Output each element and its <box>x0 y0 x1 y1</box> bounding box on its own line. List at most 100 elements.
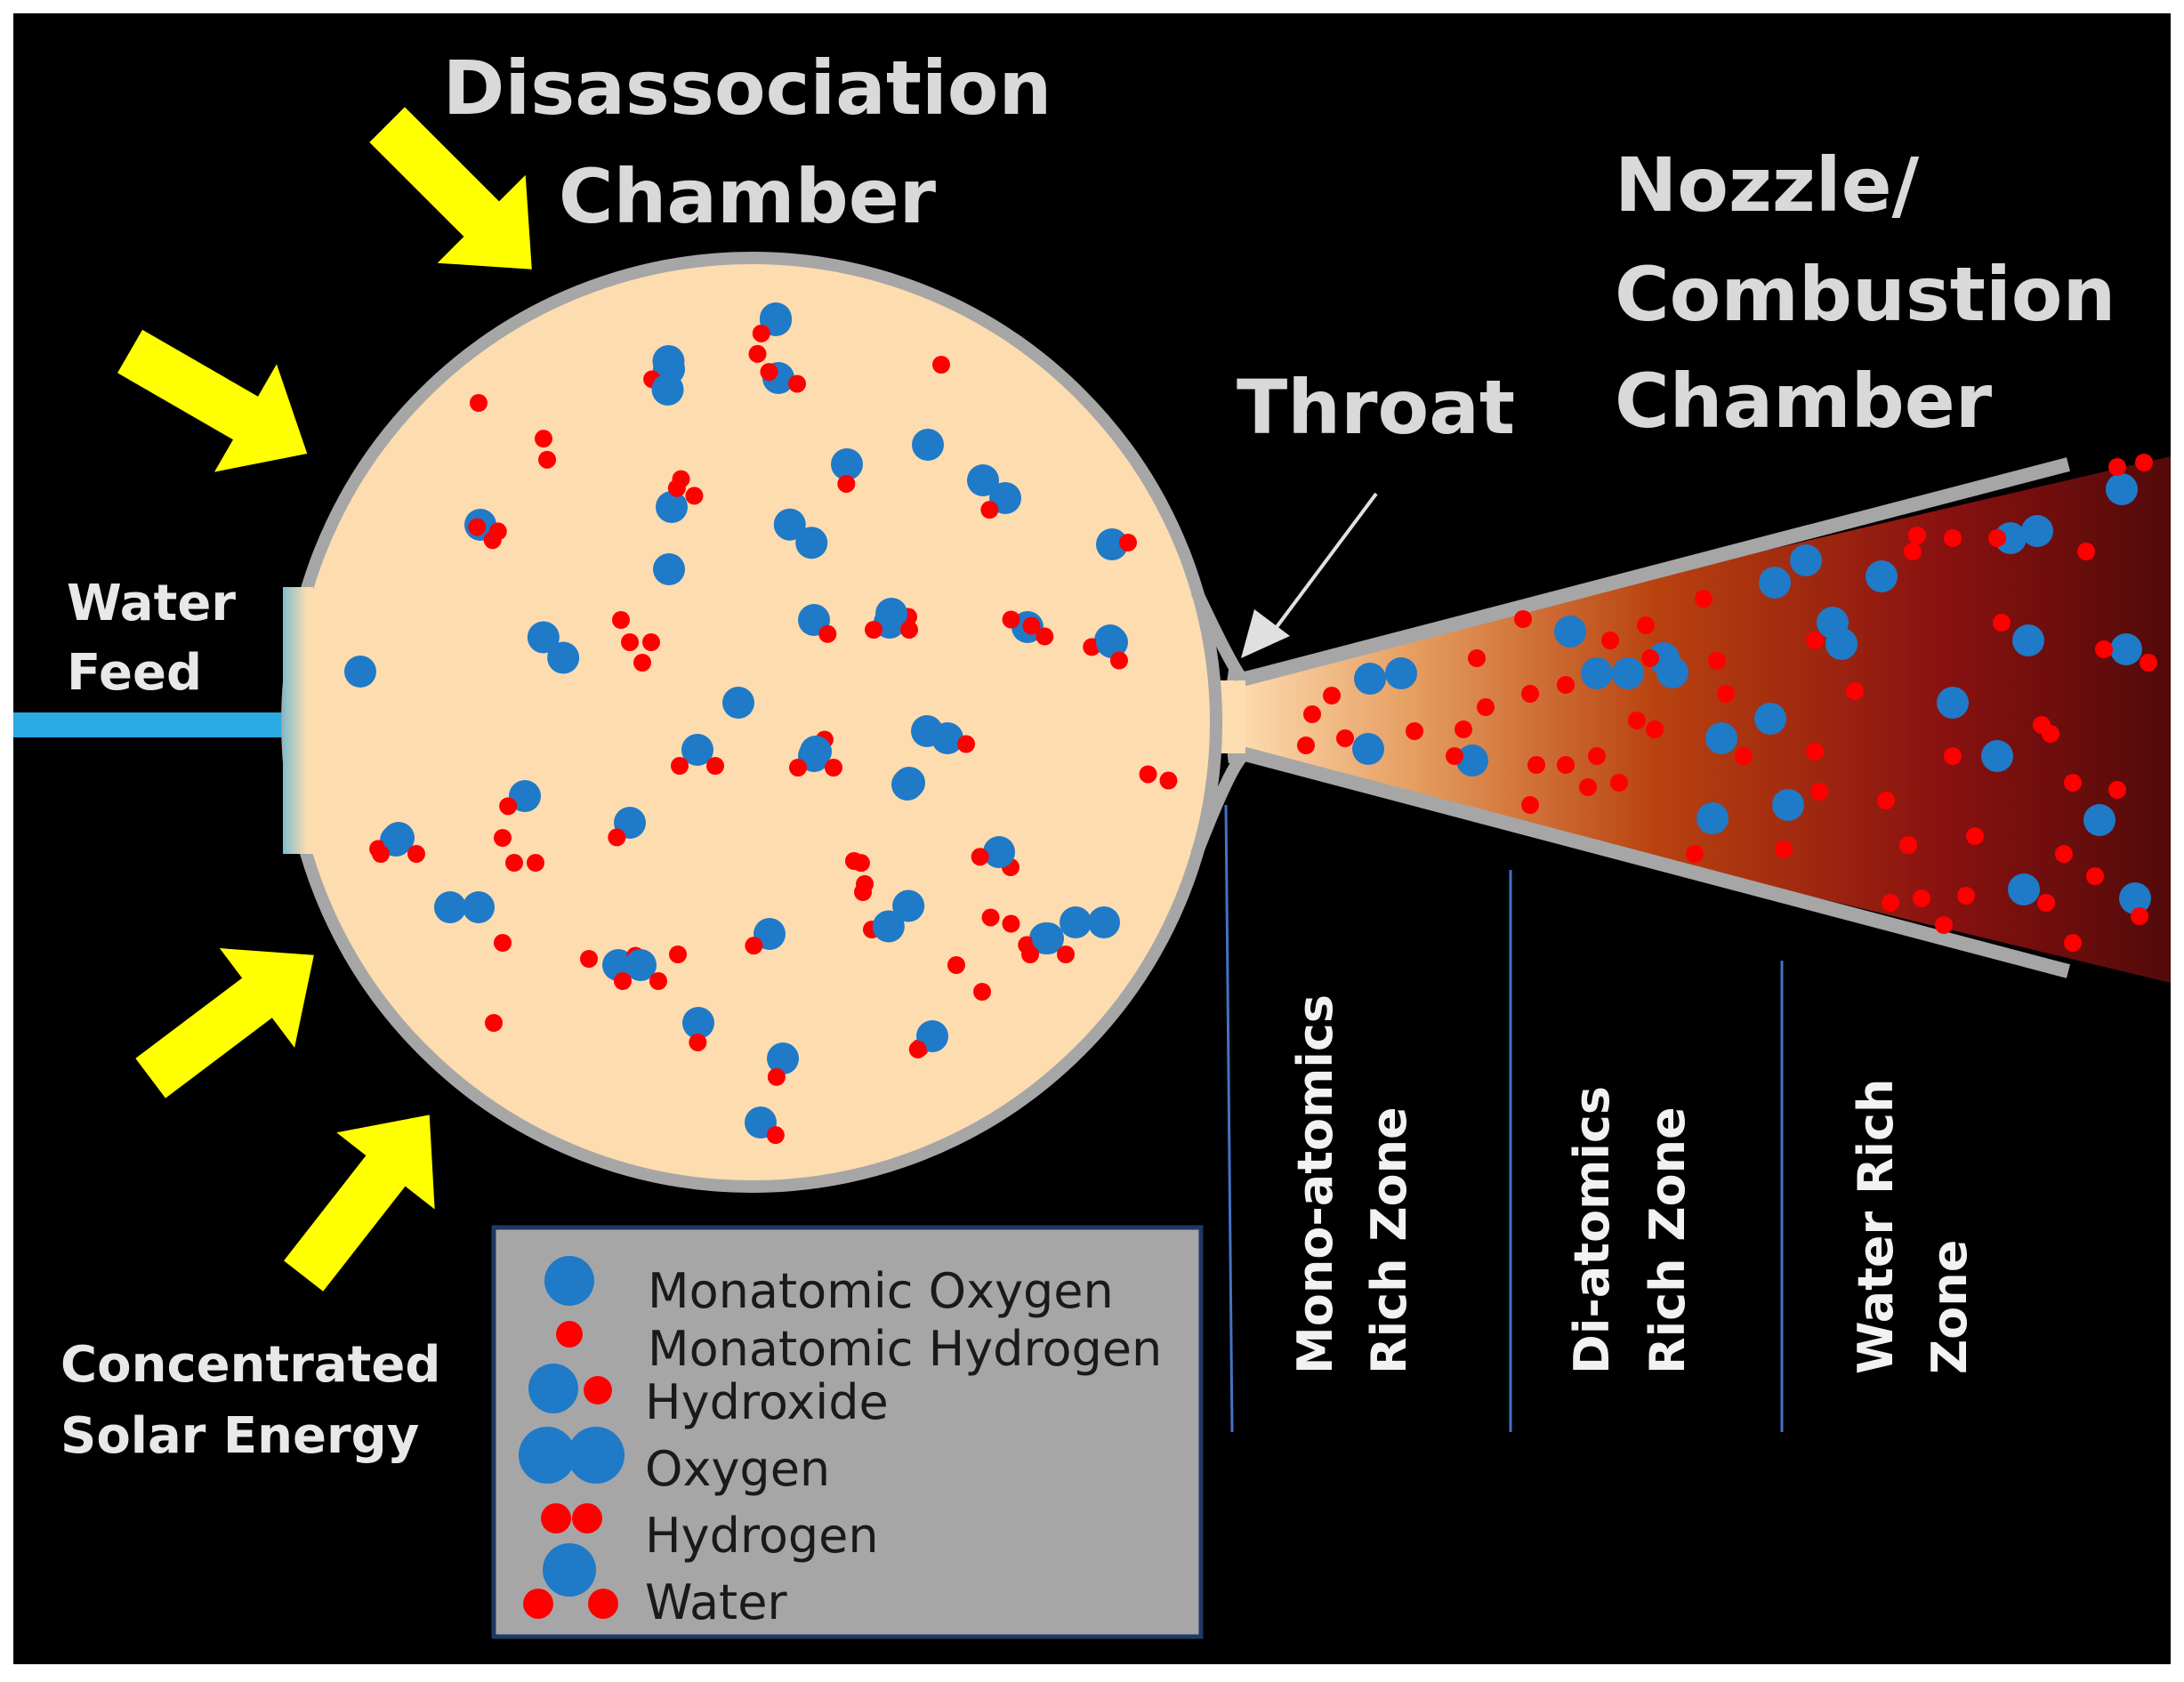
particle <box>748 344 767 363</box>
nozzle-title-line1: Nozzle/ <box>1615 141 1920 229</box>
particle <box>2064 774 2082 792</box>
particle <box>1557 676 1575 694</box>
particle <box>1385 657 1417 689</box>
particle <box>1303 705 1321 723</box>
particle <box>818 624 837 643</box>
particle <box>671 757 689 775</box>
particle <box>1708 652 1726 670</box>
particle <box>633 654 651 672</box>
dissociation-chamber <box>281 252 1222 1193</box>
particle <box>760 363 778 382</box>
particle <box>2083 804 2115 836</box>
particle <box>499 797 518 816</box>
particle <box>800 736 832 768</box>
particle <box>706 757 724 775</box>
solar-label-line1: Concentrated <box>60 1336 441 1394</box>
particle <box>2033 716 2051 734</box>
particle <box>2135 454 2153 471</box>
particle <box>1966 827 1984 845</box>
particle <box>1944 747 1962 765</box>
solar-arrow <box>117 329 308 472</box>
particle <box>789 759 807 777</box>
particle <box>1646 720 1664 738</box>
particle <box>2037 894 2055 912</box>
particle <box>1139 765 1157 784</box>
particle <box>1557 756 1575 774</box>
particle <box>1866 560 1898 592</box>
particle <box>1036 627 1054 646</box>
particle <box>766 1126 785 1145</box>
particle <box>947 956 965 974</box>
particle <box>773 508 806 541</box>
particle <box>1579 778 1597 796</box>
particle <box>372 845 390 863</box>
particle <box>865 621 882 639</box>
oxygen-icon <box>519 1427 625 1484</box>
particle <box>1477 698 1495 716</box>
particle <box>463 891 495 923</box>
particle <box>1581 657 1613 689</box>
particle <box>538 450 557 469</box>
water-feed-label-line1: Water <box>67 575 236 632</box>
particle <box>1323 687 1341 704</box>
particle <box>1904 543 1922 560</box>
particle <box>1705 722 1737 754</box>
particle <box>1352 733 1384 765</box>
particle <box>621 633 639 651</box>
particle <box>892 889 925 922</box>
particle <box>485 1014 503 1032</box>
particle <box>1846 682 1864 700</box>
particle <box>407 845 425 863</box>
particle <box>1995 522 2027 554</box>
zone-label-di-line2: Rich Zone <box>1640 1107 1696 1374</box>
particle <box>2131 907 2148 925</box>
particle <box>1022 616 1041 635</box>
particle <box>1159 771 1178 790</box>
particle <box>434 891 466 923</box>
particle <box>651 373 684 406</box>
particle <box>1446 747 1463 765</box>
particle <box>494 829 512 847</box>
particle <box>2106 473 2138 505</box>
particle <box>1957 887 1975 905</box>
particle <box>900 621 918 639</box>
particle <box>470 394 488 412</box>
water-feed-pipe <box>13 712 298 737</box>
particle <box>1032 922 1064 954</box>
particle <box>2110 633 2142 665</box>
particle <box>2021 515 2053 547</box>
particle <box>1109 651 1128 670</box>
particle <box>1882 894 1899 912</box>
zone-label-mono-line1: Mono-atomics <box>1287 994 1343 1374</box>
particle <box>1817 607 1849 639</box>
particle <box>2095 640 2113 658</box>
particle <box>608 828 626 847</box>
zone-label-di-line1: Di-atomics <box>1564 1086 1620 1374</box>
throat-wall-top <box>1190 589 1246 681</box>
particle <box>1060 906 1092 938</box>
particle <box>612 611 630 629</box>
nozzle-title-line2: Combustion <box>1615 251 2115 338</box>
particle <box>1937 687 1969 719</box>
particle <box>682 1007 714 1039</box>
particle <box>1790 544 1822 576</box>
particle <box>967 464 999 496</box>
particle <box>1695 590 1713 608</box>
throat-wall-bottom <box>1190 753 1246 857</box>
particle <box>973 983 991 1001</box>
zone-label-water-line1: Water Rich <box>1848 1079 1904 1375</box>
particle <box>1935 916 1953 934</box>
dissociation-title-line2: Chamber <box>559 153 937 240</box>
particle <box>908 1040 927 1058</box>
zone-label-mono-line2: Rich Zone <box>1361 1107 1417 1374</box>
particle <box>685 487 704 505</box>
dissociation-title-line1: Disassociation <box>443 44 1052 132</box>
particle <box>891 769 923 801</box>
particle <box>825 759 842 777</box>
particle <box>383 822 415 854</box>
particle <box>872 910 905 943</box>
particle <box>1648 642 1680 674</box>
particle <box>1641 649 1659 667</box>
solar-label-line2: Solar Energy <box>60 1407 419 1465</box>
